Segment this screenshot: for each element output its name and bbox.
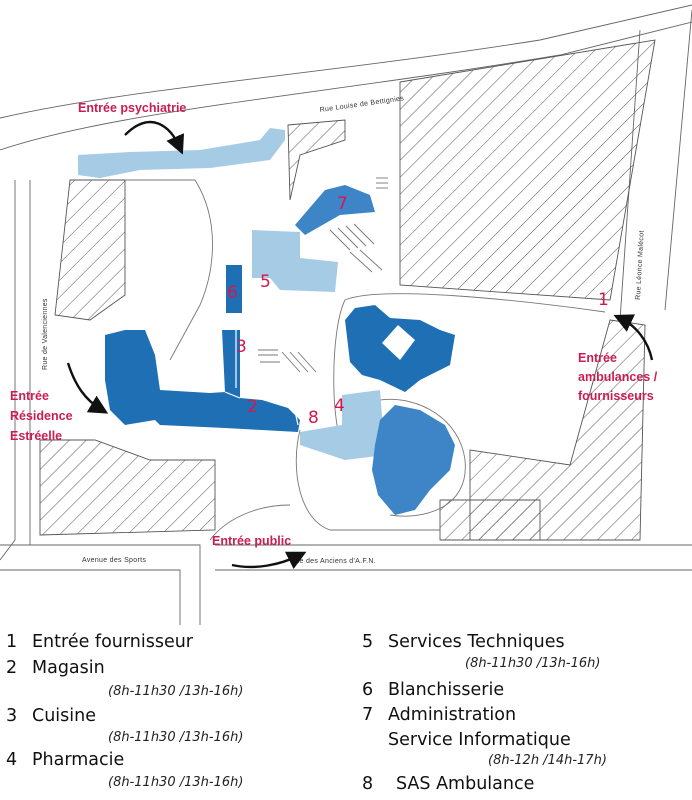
map-number-7: 7 [337, 194, 348, 214]
arrow-psychiatrie [124, 120, 185, 155]
map-number-3: 3 [236, 337, 247, 357]
legend-item-6: 6 Blanchisserie [362, 680, 504, 700]
legend-label: SAS Ambulance [396, 774, 535, 794]
legend-item-2: 2 Magasin [6, 658, 105, 678]
arrow-public [231, 551, 307, 569]
legend-item-4: 4 Pharmacie [6, 750, 124, 770]
legend-num: 2 [6, 658, 18, 678]
street-louise: Rue Louise de Bettignies [319, 95, 404, 114]
legend-label: Pharmacie [32, 750, 125, 770]
legend-num: 1 [6, 632, 18, 652]
street-sports: Avenue des Sports [82, 557, 146, 564]
legend-item-7: 7 Administration [362, 705, 516, 725]
entrance-ambulances-line2: ambulances / [578, 370, 658, 384]
courtyard-building-7 [382, 325, 415, 360]
entrance-residence-line1: Entrée [10, 389, 49, 403]
street-anciens: Rue des Anciens d'A.F.N. [290, 558, 376, 565]
legend-hours-2: (8h-11h30 /13h-16h) [108, 684, 244, 699]
entrance-public-label: Entrée public [212, 534, 291, 548]
legend-label: Blanchisserie [388, 680, 505, 700]
legend-label: Cuisine [32, 706, 97, 726]
legend-num: 6 [362, 680, 374, 700]
legend-item-1: 1 Entrée fournisseur [6, 632, 193, 652]
legend-hours-7: (8h-12h /14h-17h) [488, 753, 607, 768]
street-valenciennes: Rue de Valenciennes [42, 298, 49, 370]
building-details [224, 330, 299, 426]
map-number-4: 4 [334, 396, 345, 416]
map-number-5: 5 [260, 272, 271, 292]
legend-item-8: 8 SAS Ambulance [362, 774, 534, 794]
legend-num: 7 [362, 705, 374, 725]
legend-hours-3: (8h-11h30 /13h-16h) [108, 730, 244, 745]
legend-num: 4 [6, 750, 18, 770]
map-number-6: 6 [227, 283, 238, 303]
legend-item-5: 5 Services Techniques [362, 632, 565, 652]
entrance-arrows [66, 120, 654, 569]
street-leonce: Rue Léonce Malécot [635, 230, 646, 300]
arrow-residence [66, 362, 109, 414]
hospital-site-map: Rue Louise de Bettignies Rue Léonce Malé… [0, 4, 692, 625]
mid-buildings [295, 185, 455, 515]
entrance-residence-line2: Résidence [10, 409, 73, 423]
entrance-ambulances-line3: fournisseurs [578, 389, 654, 403]
legend-num: 8 [362, 774, 374, 794]
legend-hours-5: (8h-11h30 /13h-16h) [465, 656, 601, 671]
legend-item-3: 3 Cuisine [6, 706, 96, 726]
map-number-8: 8 [308, 408, 319, 428]
legend-hours-4: (8h-11h30 /13h-16h) [108, 775, 244, 790]
map-number-2: 2 [247, 397, 258, 417]
entrance-psychiatrie-label: Entrée psychiatrie [78, 101, 186, 115]
arrow-ambulances [613, 314, 654, 361]
legend-num: 3 [6, 706, 18, 726]
legend-item-7-line2: Service Informatique [388, 730, 571, 750]
map-number-1: 1 [598, 290, 609, 310]
legend-num: 5 [362, 632, 374, 652]
legend-label: Magasin [32, 658, 105, 678]
legend-label: Administration [388, 705, 517, 725]
legend-label: Entrée fournisseur [32, 632, 194, 652]
entrance-ambulances-line1: Entrée [578, 351, 617, 365]
parking-stripes [258, 177, 388, 373]
entrance-residence-line3: Estréelle [10, 429, 62, 443]
hatched-zones [39, 39, 656, 541]
legend-label: Services Techniques [388, 632, 565, 652]
